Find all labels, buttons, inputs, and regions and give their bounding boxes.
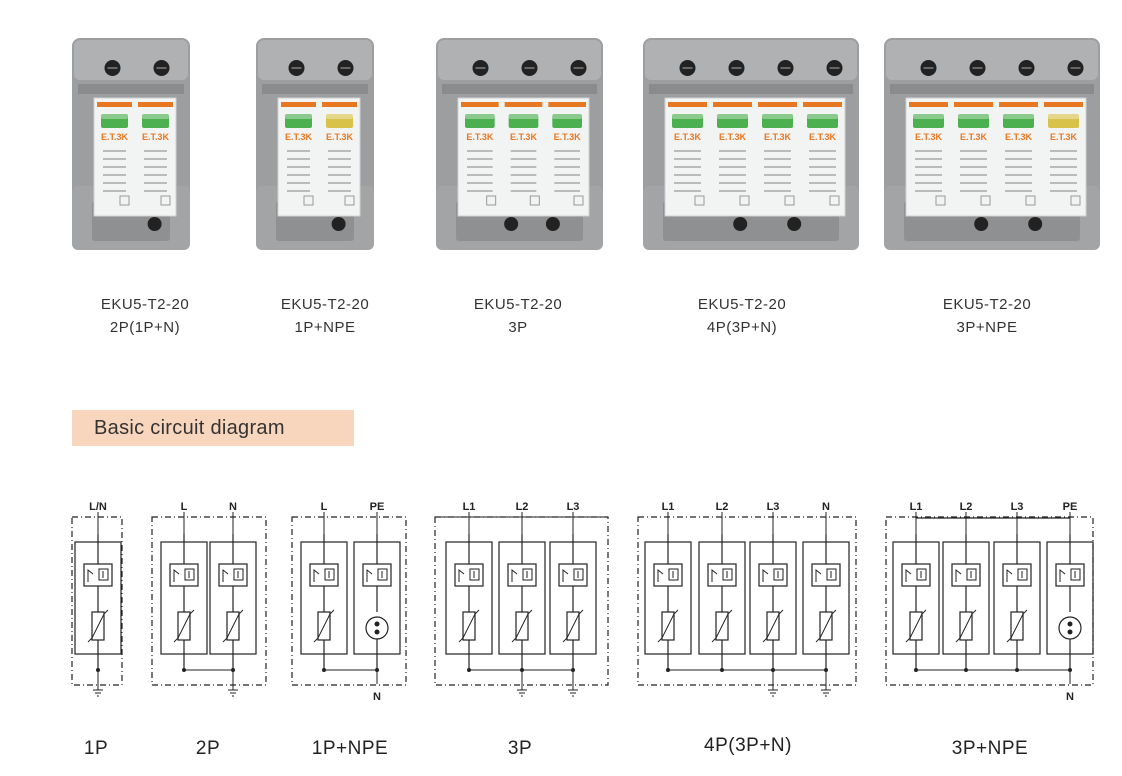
varistor-module [160, 534, 208, 672]
diagram-caption-4p: 4P(3P+N) [704, 735, 792, 756]
product-caption-2: EKU5-T2-20 1P+NPE [250, 293, 400, 339]
terminal-label: L1 [463, 501, 476, 513]
section-title: Basic circuit diagram [72, 410, 354, 446]
varistor-module [209, 534, 257, 672]
varistor-module [498, 534, 546, 672]
product-variant: 3P [508, 319, 528, 336]
gdt-module [1046, 534, 1094, 672]
gdt-module [353, 534, 401, 672]
svg-text:E.T.3K: E.T.3K [809, 132, 837, 142]
terminal-label: L2 [516, 501, 529, 513]
terminal-label: PE [1063, 501, 1078, 513]
svg-text:E.T.3K: E.T.3K [1005, 132, 1033, 142]
svg-text:E.T.3K: E.T.3K [960, 132, 988, 142]
product-photo: E.T.3K E.T.3K E.T.3K [436, 38, 603, 250]
varistor-module [644, 534, 692, 672]
product-model: EKU5-T2-20 [280, 296, 370, 313]
terminal-label: N [229, 501, 237, 513]
product-variant: 1P+NPE [294, 319, 356, 336]
bottom-terminal-label: N [373, 691, 381, 703]
svg-text:E.T.3K: E.T.3K [510, 132, 538, 142]
ground-icon [93, 684, 103, 697]
terminal-label: L [181, 501, 188, 513]
diagram-caption-1p-npe: 1P+NPE [311, 738, 389, 759]
varistor-module [942, 534, 990, 672]
varistor-module [698, 534, 746, 672]
varistor-module [749, 534, 797, 672]
ground-icon [517, 684, 527, 697]
product-photo: E.T.3K E.T.3K E.T.3K E.T.3K [643, 38, 859, 250]
product-caption-3: EKU5-T2-20 3P [443, 293, 593, 339]
varistor-module [74, 534, 122, 672]
ground-icon [768, 684, 778, 697]
product-photo: E.T.3K E.T.3K E.T.3K E.T.3K [884, 38, 1100, 250]
ground-icon [821, 684, 831, 697]
varistor-module [549, 534, 597, 672]
product-variant: 4P(3P+N) [706, 319, 778, 336]
product-model: EKU5-T2-20 [473, 296, 563, 313]
svg-text:E.T.3K: E.T.3K [719, 132, 747, 142]
bottom-terminal-label: N [1066, 691, 1074, 703]
svg-text:E.T.3K: E.T.3K [326, 132, 354, 142]
product-variant: 3P+NPE [956, 319, 1018, 336]
product-photo: E.T.3K E.T.3K [256, 38, 374, 250]
svg-text:E.T.3K: E.T.3K [674, 132, 702, 142]
varistor-module [802, 534, 850, 672]
diagram-caption-3p: 3P [507, 738, 533, 759]
svg-text:E.T.3K: E.T.3K [764, 132, 792, 142]
terminal-label: L3 [567, 501, 580, 513]
terminal-label: L3 [1011, 501, 1024, 513]
varistor-module [993, 534, 1041, 672]
product-photo: E.T.3K E.T.3K [72, 38, 190, 250]
svg-text:E.T.3K: E.T.3K [915, 132, 943, 142]
svg-text:E.T.3K: E.T.3K [101, 132, 129, 142]
product-model: EKU5-T2-20 [942, 296, 1032, 313]
svg-text:E.T.3K: E.T.3K [1050, 132, 1078, 142]
varistor-module [892, 534, 940, 672]
terminal-label: L2 [960, 501, 973, 513]
product-model: EKU5-T2-20 [697, 296, 787, 313]
varistor-module [445, 534, 493, 672]
terminal-label: PE [370, 501, 385, 513]
varistor-module [300, 534, 348, 672]
terminal-label: L3 [767, 501, 780, 513]
svg-text:E.T.3K: E.T.3K [554, 132, 582, 142]
svg-text:E.T.3K: E.T.3K [142, 132, 170, 142]
ground-icon [228, 684, 238, 697]
diagram-caption-2p: 2P [195, 738, 221, 759]
terminal-label: L1 [910, 501, 923, 513]
product-model: EKU5-T2-20 [100, 296, 190, 313]
svg-text:E.T.3K: E.T.3K [285, 132, 313, 142]
terminal-label: N [822, 501, 830, 513]
terminal-label: L [321, 501, 328, 513]
ground-icon [568, 684, 578, 697]
product-caption-4: EKU5-T2-20 4P(3P+N) [667, 293, 817, 339]
product-caption-1: EKU5-T2-20 2P(1P+N) [70, 293, 220, 339]
svg-text:E.T.3K: E.T.3K [466, 132, 494, 142]
product-caption-5: EKU5-T2-20 3P+NPE [912, 293, 1062, 339]
terminal-label: L/N [89, 501, 107, 513]
product-variant: 2P(1P+N) [109, 319, 181, 336]
diagram-caption-1p: 1P [83, 738, 109, 759]
terminal-label: L1 [662, 501, 675, 513]
diagram-caption-3p-npe: 3P+NPE [951, 738, 1029, 759]
terminal-label: L2 [716, 501, 729, 513]
